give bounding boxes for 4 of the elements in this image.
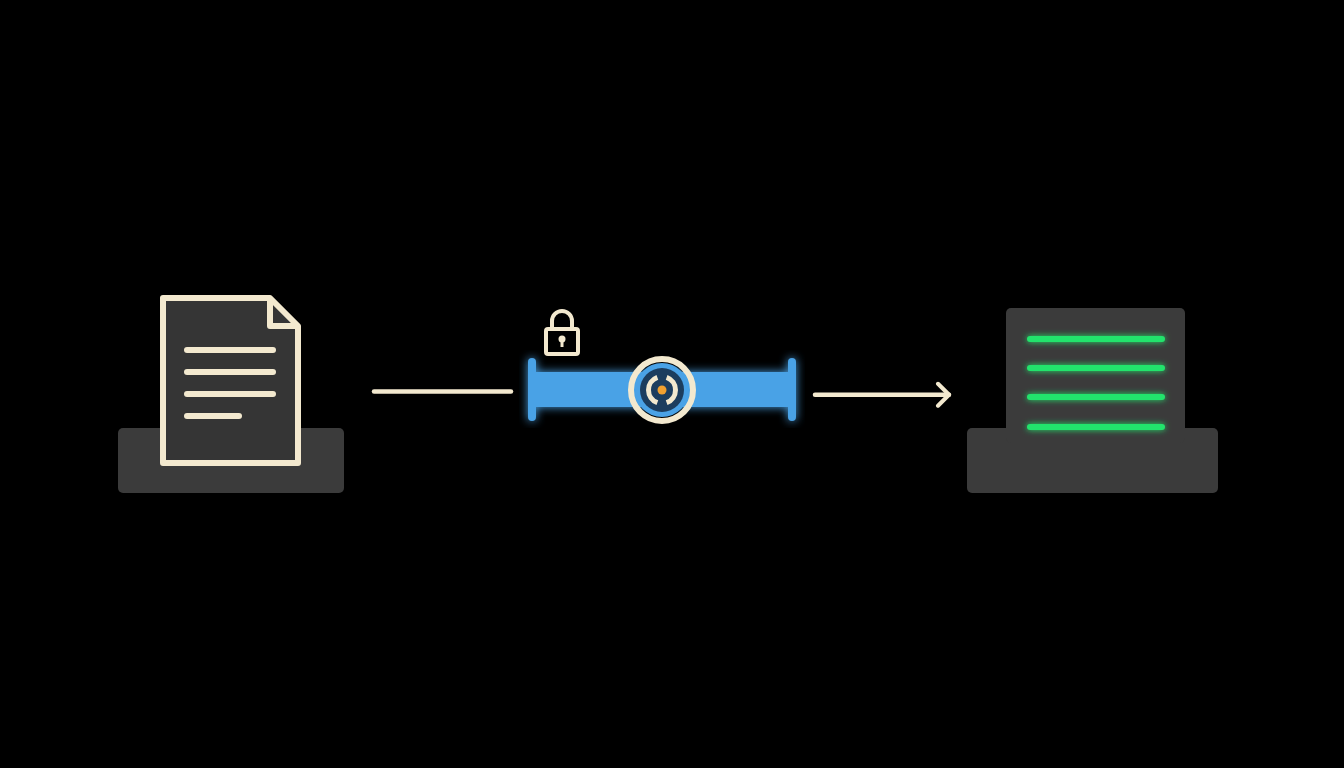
connector-line bbox=[371, 389, 514, 394]
arrow bbox=[812, 381, 952, 408]
output-tray-drawing bbox=[967, 308, 1218, 493]
document-on-tray-drawing bbox=[118, 295, 344, 493]
